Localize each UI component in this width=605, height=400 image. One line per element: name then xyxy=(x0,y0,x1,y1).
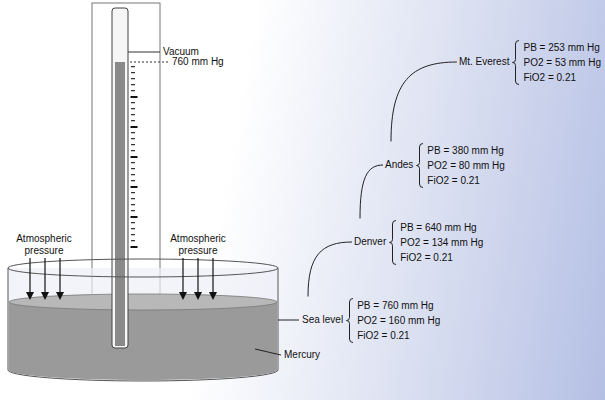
value-line: PB = 760 mm Hg xyxy=(357,298,440,313)
value-line: FiO2 = 0.21 xyxy=(523,70,601,85)
value-line: PO2 = 160 mm Hg xyxy=(357,313,440,328)
altitude-group: Denver PB = 640 mm HgPO2 = 134 mm HgFiO2 … xyxy=(354,220,483,265)
dish-rim xyxy=(8,259,278,277)
value-line: PO2 = 80 mm Hg xyxy=(427,158,505,173)
level-label: 760 mm Hg xyxy=(172,56,224,68)
glass-tube xyxy=(112,8,128,348)
value-line: PB = 640 mm Hg xyxy=(400,220,483,235)
mercury-surface xyxy=(9,294,277,310)
location-name: Andes xyxy=(385,159,413,171)
pressure-label: Atmospheric pressure xyxy=(162,233,234,257)
altitude-group: Andes PB = 380 mm HgPO2 = 80 mm HgFiO2 = … xyxy=(385,143,505,188)
value-line: FiO2 = 0.21 xyxy=(400,250,483,265)
dish-wall xyxy=(8,268,278,381)
altitude-curve xyxy=(308,242,352,297)
value-line: PB = 380 mm Hg xyxy=(427,143,505,158)
pressure-arrow xyxy=(197,258,198,296)
value-line: FiO2 = 0.21 xyxy=(357,328,440,343)
altitude-group: Mt. Everest PB = 253 mm HgPO2 = 53 mm HgF… xyxy=(459,40,601,85)
mercury-pool xyxy=(9,302,277,380)
curly-brace xyxy=(389,220,397,265)
pressure-arrow xyxy=(182,258,183,296)
mercury-column xyxy=(115,62,125,346)
curly-brace xyxy=(416,143,424,188)
pressure-arrow xyxy=(59,258,60,296)
value-line: PO2 = 134 mm Hg xyxy=(400,235,483,250)
pressure-label: Atmospheric pressure xyxy=(8,233,80,257)
pressure-arrow xyxy=(29,258,30,296)
altitude-group: Sea level PB = 760 mm HgPO2 = 160 mm HgFi… xyxy=(302,298,440,343)
curly-brace xyxy=(346,298,354,343)
location-name: Denver xyxy=(354,236,386,248)
part-label: Mercury xyxy=(284,349,320,361)
value-line: PO2 = 53 mm Hg xyxy=(523,55,601,70)
pressure-arrow xyxy=(44,258,45,296)
leader-line xyxy=(128,52,160,53)
altitude-curve xyxy=(278,320,299,321)
scale-ticks xyxy=(131,66,135,252)
altitude-curve xyxy=(391,62,457,142)
pressure-arrow xyxy=(212,258,213,296)
value-line: PB = 253 mm Hg xyxy=(523,40,601,55)
level-line xyxy=(130,62,169,63)
location-name: Sea level xyxy=(302,314,343,326)
value-line: FiO2 = 0.21 xyxy=(427,173,505,188)
location-name: Mt. Everest xyxy=(459,56,510,68)
leader-line xyxy=(255,349,281,355)
altitude-curve xyxy=(360,165,383,219)
scale-major-ticks xyxy=(131,96,138,252)
curly-brace xyxy=(512,40,520,85)
